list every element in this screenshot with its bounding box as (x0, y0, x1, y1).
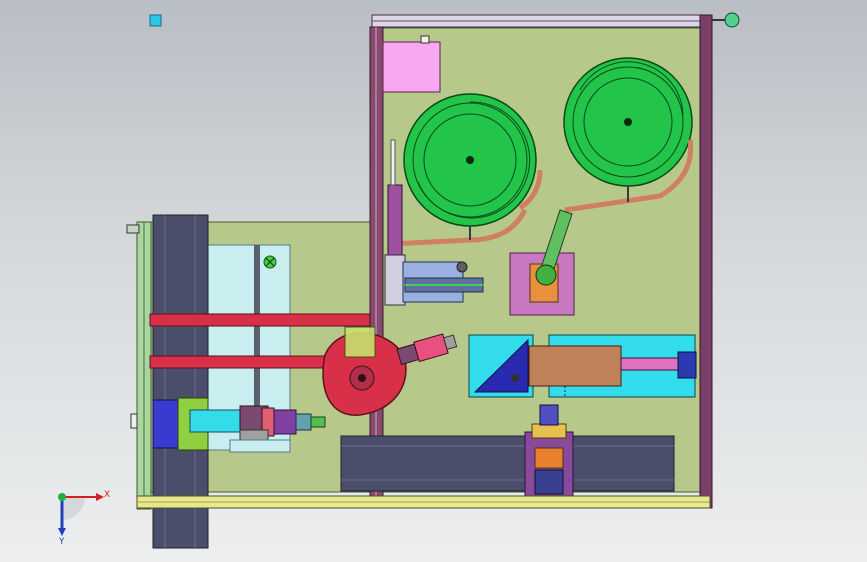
right-push-rod (620, 357, 682, 371)
red-rail-upper (149, 313, 376, 327)
transfer-arm-pivot-icon (535, 264, 557, 286)
bottom-station-cap (531, 423, 567, 439)
left-cylinder-foot (229, 439, 291, 453)
pink-electrical-box (382, 41, 441, 93)
left-guide-rod (254, 245, 260, 450)
left-cylinder-head (273, 409, 297, 435)
right-frame-bar (699, 14, 713, 509)
handle-knob-icon[interactable] (724, 12, 740, 28)
vibratory-bowl-left (389, 93, 543, 247)
left-cylinder-nozzle (310, 416, 326, 428)
center-vertical-cylinder (387, 184, 403, 256)
bottom-rail (340, 435, 675, 492)
center-slide-body (384, 254, 406, 306)
bottom-station-knob-icon (539, 404, 559, 426)
rotary-cam (322, 326, 458, 416)
brown-slider-block (528, 345, 622, 387)
axis-x-label: X (104, 490, 110, 500)
left-cylinder-tip (295, 413, 312, 431)
bowl-left-hub-icon (466, 156, 474, 164)
vibratory-bowl-right (563, 57, 694, 213)
axis-y-label: Y (58, 537, 65, 547)
view-cube-marker[interactable] (149, 14, 162, 27)
left-vertical-conveyor (152, 214, 209, 549)
top-left-bracket (126, 224, 140, 234)
axis-triad: X Y (58, 490, 110, 547)
bottom-station-block (534, 447, 564, 469)
z-axis-dot-icon (58, 493, 66, 501)
left-side-clip (130, 413, 138, 429)
right-push-cylinder (677, 351, 697, 379)
bottom-station-base (534, 469, 564, 495)
bowl-right-hub-icon (624, 118, 632, 126)
